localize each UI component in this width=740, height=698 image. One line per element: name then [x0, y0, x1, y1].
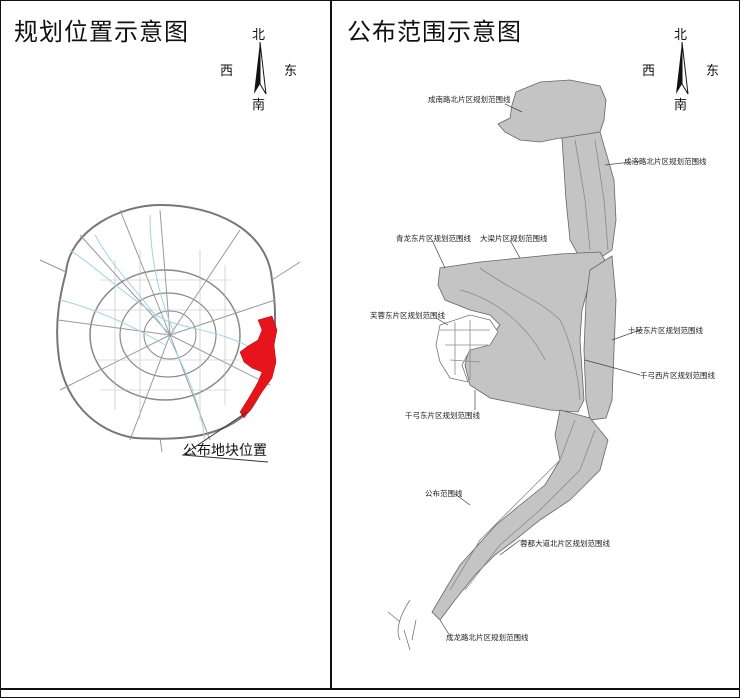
compass-north: 北 [252, 28, 266, 43]
label-daliang: 大梁片区规划范围线 [480, 234, 548, 243]
area-chengnan [497, 79, 607, 143]
label-chengluo: 成洛路北片区规划范围线 [624, 157, 707, 166]
label-furong: 芙蓉东片区规划范围线 [370, 311, 445, 320]
right-panel-title: 公布范围示意图 [347, 18, 522, 46]
label-qianhao-west: 千弓西片区规划范围线 [640, 371, 715, 380]
compass-west: 西 [642, 64, 656, 79]
left-compass: 北 西 东 南 [216, 24, 306, 119]
compass-east: 东 [706, 64, 720, 79]
panel-divider [330, 0, 332, 690]
compass-arrow-icon [254, 41, 267, 95]
compass-north: 北 [674, 28, 688, 43]
area-shiling [583, 255, 617, 421]
label-gongbu: 公布范围线 [425, 489, 463, 498]
compass-east: 东 [284, 64, 298, 79]
label-shiling: 十陵东片区规划范围线 [628, 326, 703, 335]
left-panel-title: 规划位置示意图 [14, 18, 189, 46]
label-chengnan: 成南路北片区规划范围线 [428, 95, 511, 104]
label-qinglong: 青龙东片区规划范围线 [396, 234, 471, 243]
compass-arrow-icon [676, 41, 689, 95]
location-callout-label: 公布地块位置 [183, 443, 267, 459]
city-location-map [39, 203, 301, 463]
label-chenglong: 成龙路北片区规划范围线 [446, 633, 529, 642]
highlight-block [239, 315, 278, 419]
bottom-border [0, 688, 740, 690]
area-chengluo [561, 131, 617, 259]
label-qianhao-east: 千弓东片区规划范围线 [405, 411, 480, 420]
compass-south: 南 [674, 98, 688, 113]
area-south-corridor [431, 409, 609, 621]
area-qinglong-daliang [437, 251, 607, 413]
area-furong [435, 314, 499, 383]
label-chengdu-avenue: 蓉都大道北片区规划范围线 [520, 539, 610, 548]
compass-south: 南 [252, 98, 266, 113]
right-compass: 北 西 东 南 [638, 24, 728, 119]
compass-west: 西 [220, 64, 234, 79]
